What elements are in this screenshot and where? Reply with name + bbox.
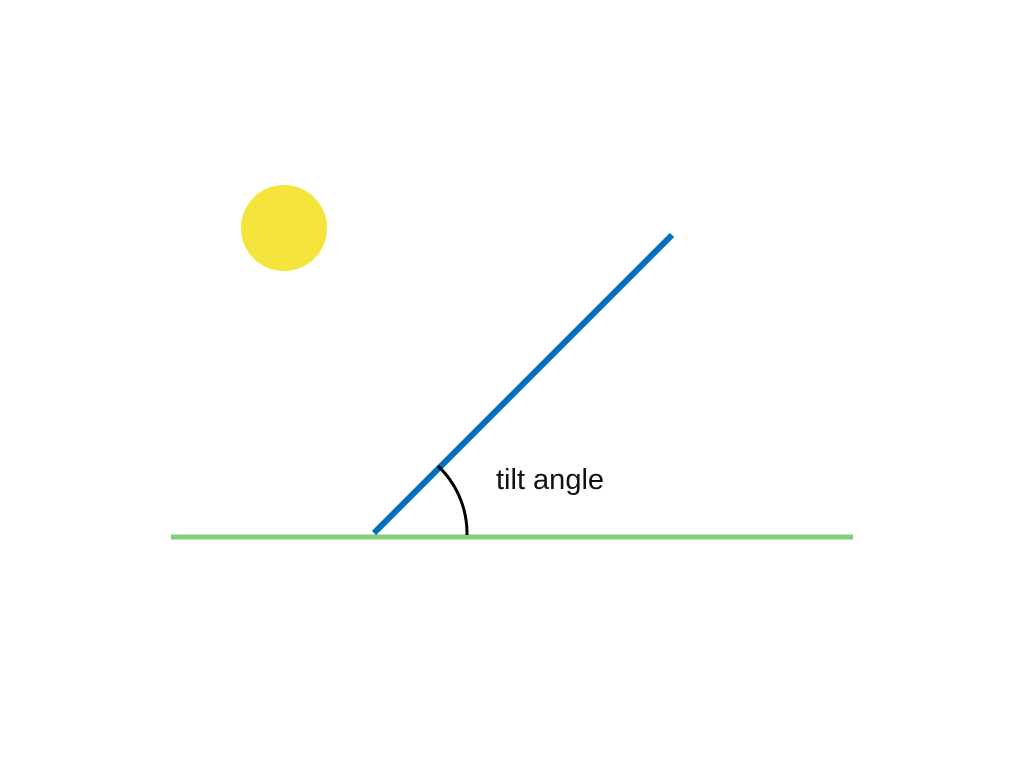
angle-arc <box>436 464 469 536</box>
sun-icon <box>241 185 327 271</box>
tilt-angle-label: tilt angle <box>496 464 604 496</box>
tilted-panel-line <box>371 232 675 536</box>
